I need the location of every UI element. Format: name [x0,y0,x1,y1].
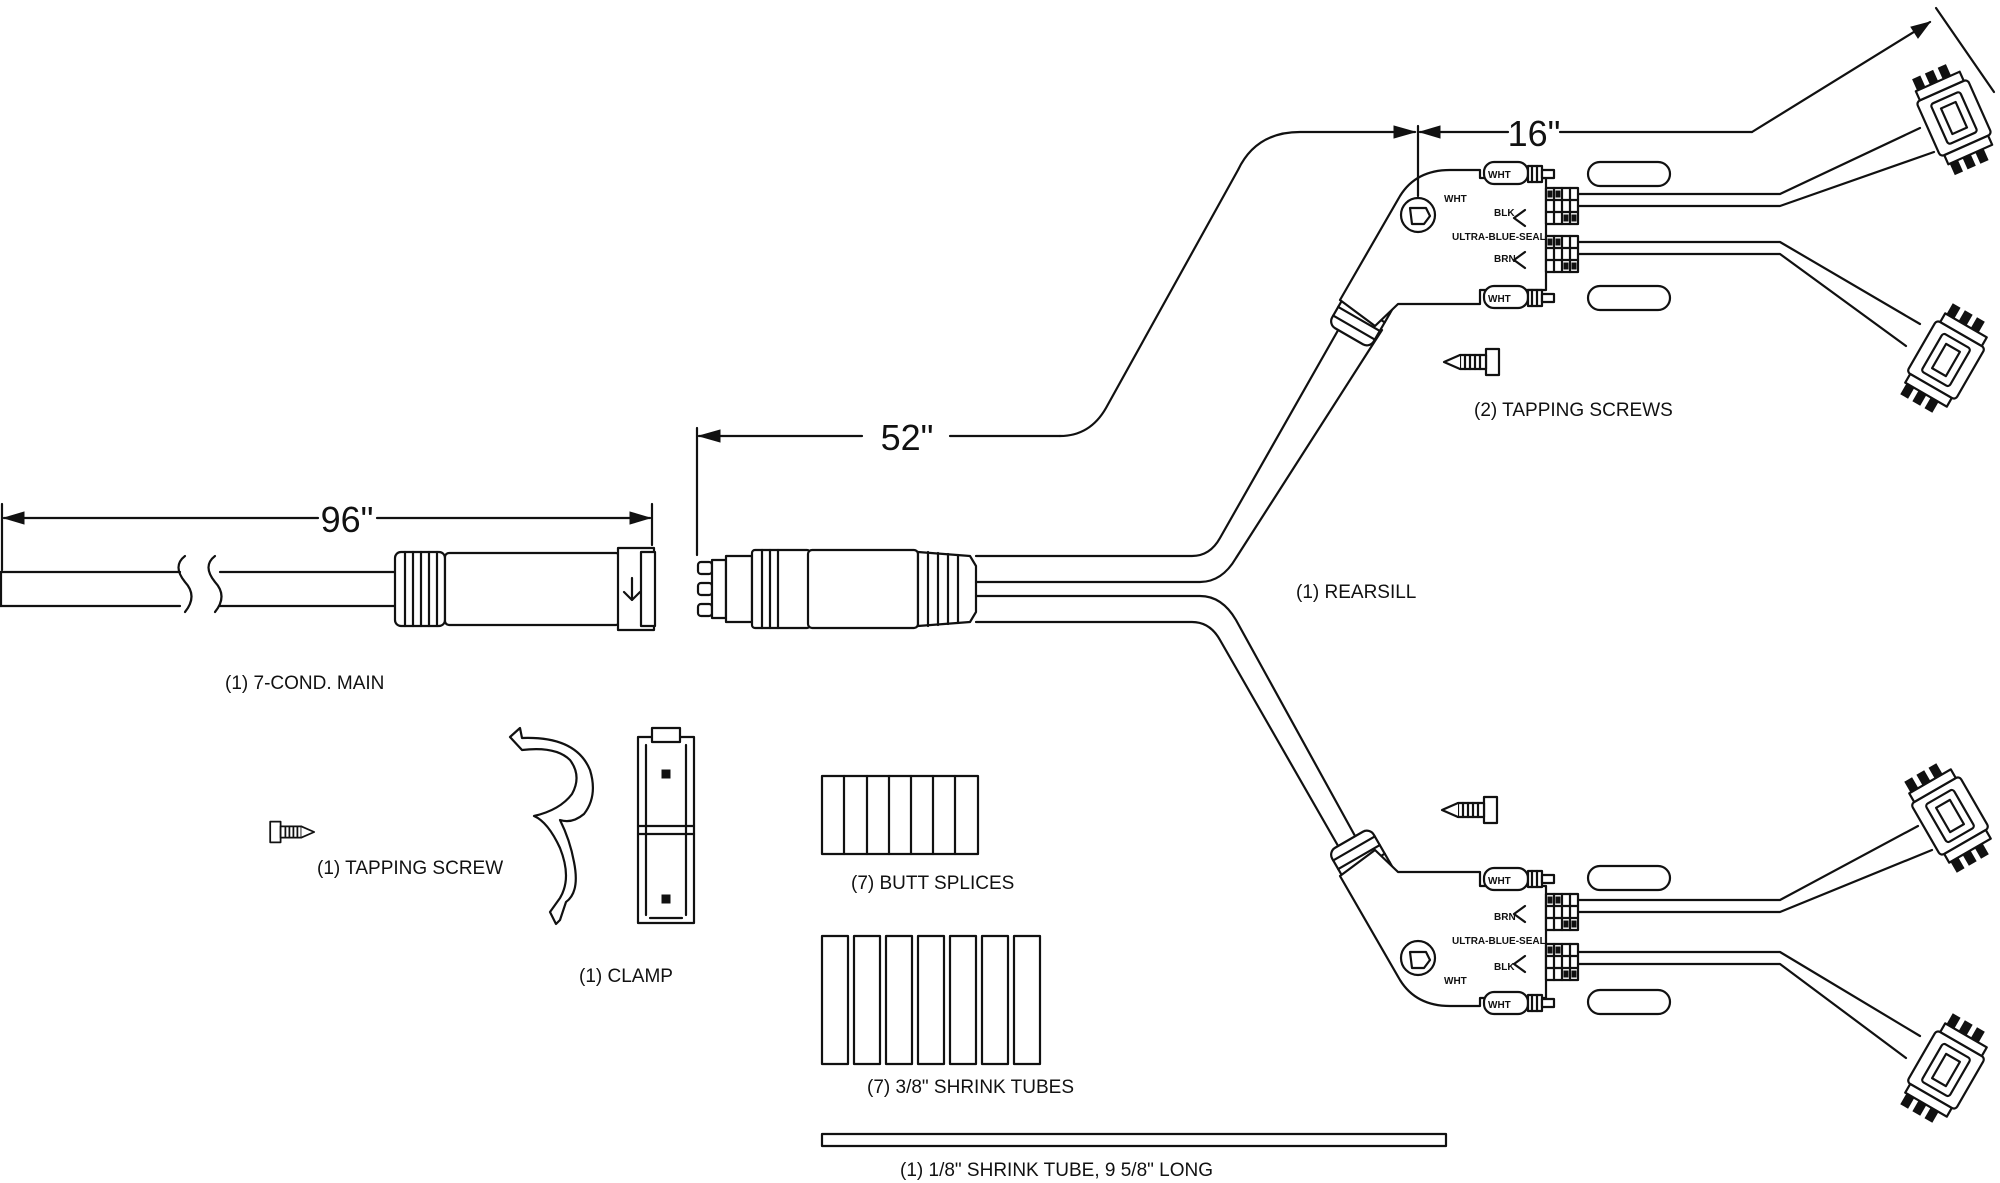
long-shrink-tube [820,1132,1448,1148]
dimension-16-label: 16" [1508,113,1561,154]
upper-blk-label: BLK [1494,208,1515,219]
lower-brn-label: BRN [1494,912,1516,923]
tapping-screws-label: (2) TAPPING SCREWS [1474,400,1673,421]
lower-seal-label: ULTRA-BLUE-SEAL [1452,936,1546,947]
clamp-part [508,726,696,926]
rearsill-connector [696,548,978,630]
upper-wht-bottom-label: WHT [1488,294,1511,305]
lower-wht-top-label: WHT [1488,876,1511,887]
butt-splices [820,774,980,856]
long-shrink-tube-label: (1) 1/8" SHRINK TUBE, 9 5/8" LONG [900,1160,1213,1181]
upper-wht-top-label: WHT [1488,170,1511,181]
upper-seal-label: ULTRA-BLUE-SEAL [1452,232,1546,243]
dimension-16: 16" [1416,6,1996,198]
rearsill-cables [974,316,1384,860]
single-tapping-screw [269,820,316,844]
lower-wht-bottom-label: WHT [1488,1000,1511,1011]
main-cable-label: (1) 7-COND. MAIN [225,673,384,694]
dimension-96-label: 96" [321,499,374,540]
clamp-label: (1) CLAMP [579,966,673,987]
main-cable [0,546,657,632]
shrink-tubes-label: (7) 3/8" SHRINK TUBES [867,1077,1074,1098]
dimension-96: 96" [0,499,654,572]
upper-branch: WHT WHT BLK ULTRA-BLUE-SEAL BRN WHT [1330,58,2000,421]
tapping-screw-label: (1) TAPPING SCREW [317,858,503,879]
upper-brn-label: BRN [1494,254,1516,265]
lower-branch: WHT BRN ULTRA-BLUE-SEAL BLK WHT WHT [1330,755,2000,1131]
butt-splices-label: (7) BUTT SPLICES [851,873,1014,894]
upper-wht-left-label: WHT [1444,194,1467,205]
rearsill-label: (1) REARSILL [1296,582,1416,603]
lower-blk-label: BLK [1494,962,1515,973]
dimension-52-label: 52" [881,417,934,458]
shrink-tubes [820,934,1042,1066]
dimension-52: 52" [695,125,1417,557]
lower-wht-left-label: WHT [1444,976,1467,987]
